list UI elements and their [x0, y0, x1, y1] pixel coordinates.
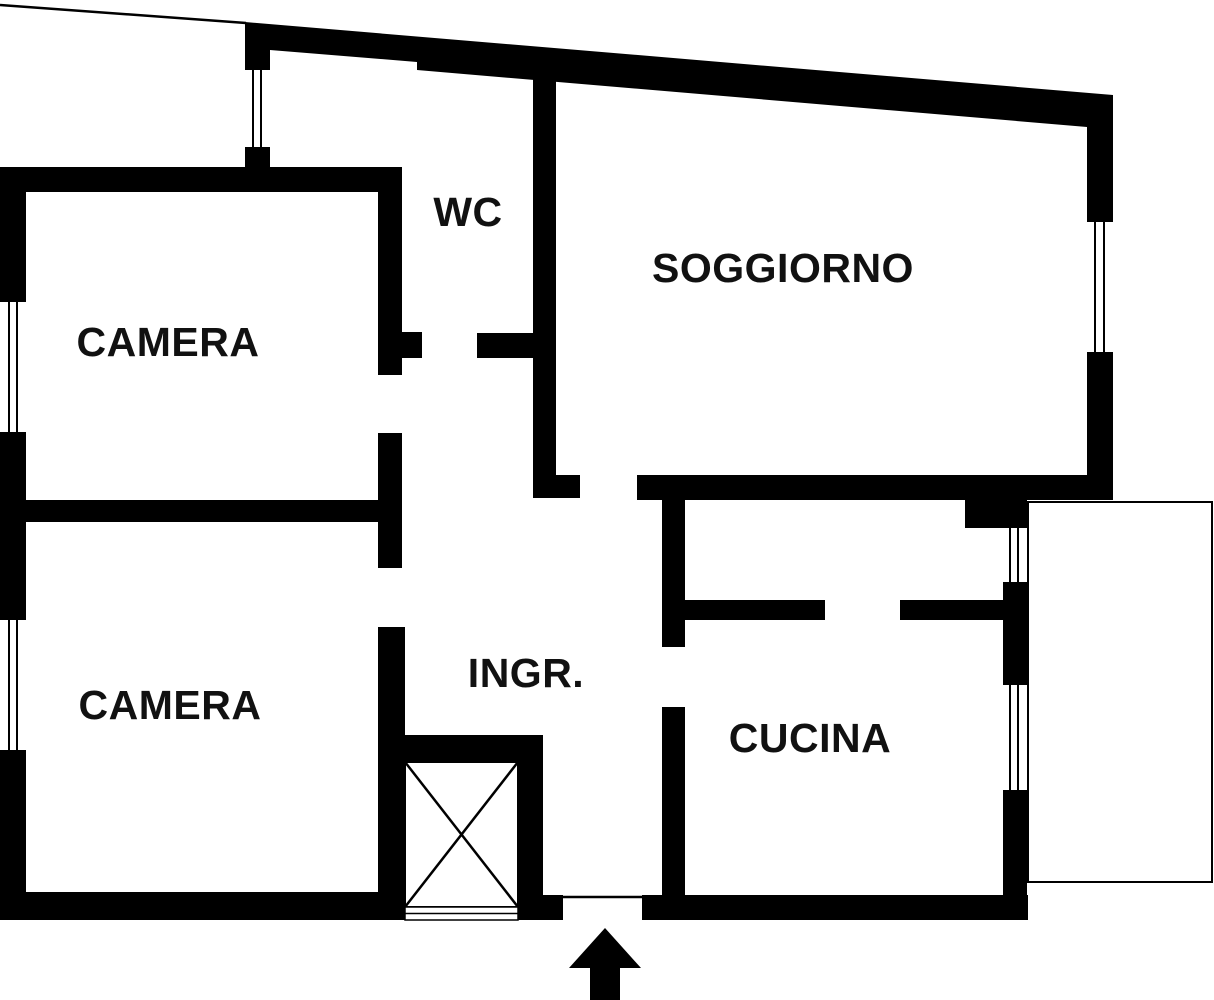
wall-bottom-mid — [543, 895, 563, 920]
wall-bottom-right — [642, 895, 1028, 920]
walls — [0, 22, 1113, 920]
wall-central-upper — [378, 190, 402, 375]
room-labels: CAMERA WC SOGGIORNO CAMERA INGR. CUCINA — [77, 189, 914, 761]
balcony-outline — [1027, 501, 1213, 883]
room-label-camera-bottom: CAMERA — [79, 682, 262, 728]
window-camera-bottom-icon — [0, 620, 26, 750]
wall-between-bedrooms — [0, 500, 379, 522]
room-label-cucina: CUCINA — [729, 715, 891, 761]
room-label-camera-top: CAMERA — [77, 319, 260, 365]
wall-camera-top-top — [0, 167, 402, 192]
wall-soggiorno-bottom — [637, 475, 1113, 500]
wall-cucina-top-right — [900, 600, 1027, 620]
wall-shaft-top — [380, 735, 543, 762]
wall-bottom-left — [0, 892, 405, 920]
room-label-soggiorno: SOGGIORNO — [652, 245, 914, 291]
entrance — [563, 895, 642, 1000]
window-top-left-icon — [245, 70, 270, 147]
wall-wc-jamb — [402, 332, 422, 358]
wall-shaft-right — [518, 762, 543, 920]
entrance-arrow-icon — [569, 928, 641, 1000]
outline-diagonal-line — [0, 3, 247, 25]
window-camera-top-icon — [0, 302, 26, 432]
wall-soggiorno-left — [533, 72, 556, 498]
wall-central-middle — [378, 433, 402, 568]
wall-cucina-left-lower — [662, 707, 685, 920]
window-soggiorno-right-icon — [1087, 222, 1113, 352]
exterior-outline — [0, 3, 247, 25]
room-label-wc: WC — [433, 189, 502, 235]
wall-left-outer — [0, 167, 26, 920]
wall-soggiorno-jamb — [556, 475, 580, 498]
windows — [0, 70, 1113, 790]
window-cucina-upper-icon — [1003, 528, 1027, 582]
room-label-ingresso: INGR. — [468, 650, 584, 696]
window-cucina-lower-icon — [1003, 685, 1027, 790]
entrance-opening — [563, 895, 642, 920]
wall-cucina-left-upper — [662, 500, 685, 647]
wall-cucina-top-left — [662, 600, 825, 620]
elevator-shaft-icon — [404, 761, 519, 921]
wall-step-right — [965, 500, 1027, 528]
